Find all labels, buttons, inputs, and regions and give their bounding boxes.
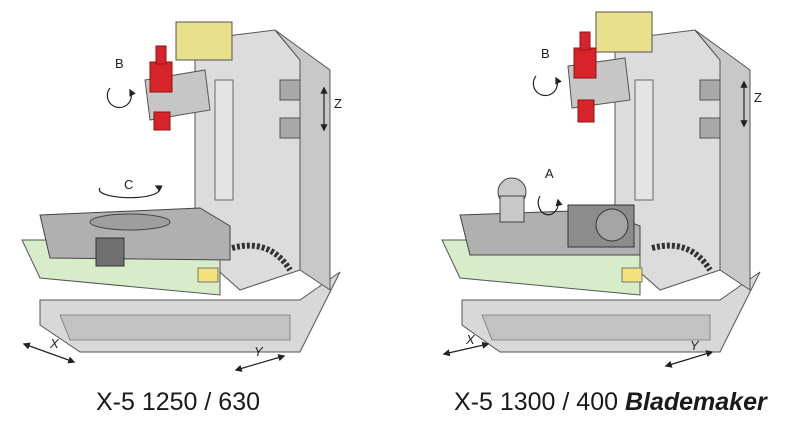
axis-z-label: Z: [334, 96, 342, 111]
double-arrow-icon: [22, 342, 76, 364]
yellow-part: [197, 267, 219, 283]
axis-c-label: C: [124, 177, 133, 192]
caption-right-main: X-5 1300 / 400: [454, 388, 619, 416]
axis-y-label: Y: [690, 338, 700, 353]
double-arrow-icon: [234, 354, 286, 372]
cable-chain: [231, 242, 293, 272]
axis-annotations-right: B A Z X Y: [442, 46, 762, 368]
cable-chain: [651, 242, 713, 272]
base-slots: [481, 314, 711, 341]
caption-right: X-5 1300 / 400 Blademaker: [454, 388, 767, 417]
axis-y-label: Y: [254, 344, 264, 359]
rotation-arrow-icon: [98, 185, 163, 199]
rotary-table: [39, 207, 231, 261]
axis-b-label: B: [541, 46, 550, 61]
spindle-motor: [175, 21, 233, 61]
axis-x-label: X: [465, 332, 476, 347]
spindle-red: [573, 47, 597, 79]
rotation-arrow-icon: [106, 87, 136, 109]
spindle-motor: [595, 11, 653, 53]
column-side: [274, 29, 331, 291]
axis-z-label: Z: [754, 90, 762, 105]
rotation-arrow-icon: [532, 75, 562, 97]
yellow-part: [621, 267, 643, 283]
double-arrow-icon: [664, 350, 714, 368]
axis-b-label: B: [115, 56, 124, 71]
column-side: [694, 29, 751, 291]
axis-x-label: X: [49, 336, 60, 351]
axis-annotations-left: B C Z X Y: [22, 56, 342, 372]
base-slots: [59, 314, 291, 341]
caption-right-emphasis: Blademaker: [624, 388, 767, 416]
machine-left: [21, 21, 341, 353]
machine-right: [441, 11, 761, 353]
axis-a-label: A: [545, 166, 554, 181]
double-arrow-icon: [442, 341, 490, 357]
caption-left: X-5 1250 / 630: [96, 388, 261, 416]
spindle-red: [149, 61, 173, 93]
rotation-arrow-icon: [537, 195, 563, 216]
